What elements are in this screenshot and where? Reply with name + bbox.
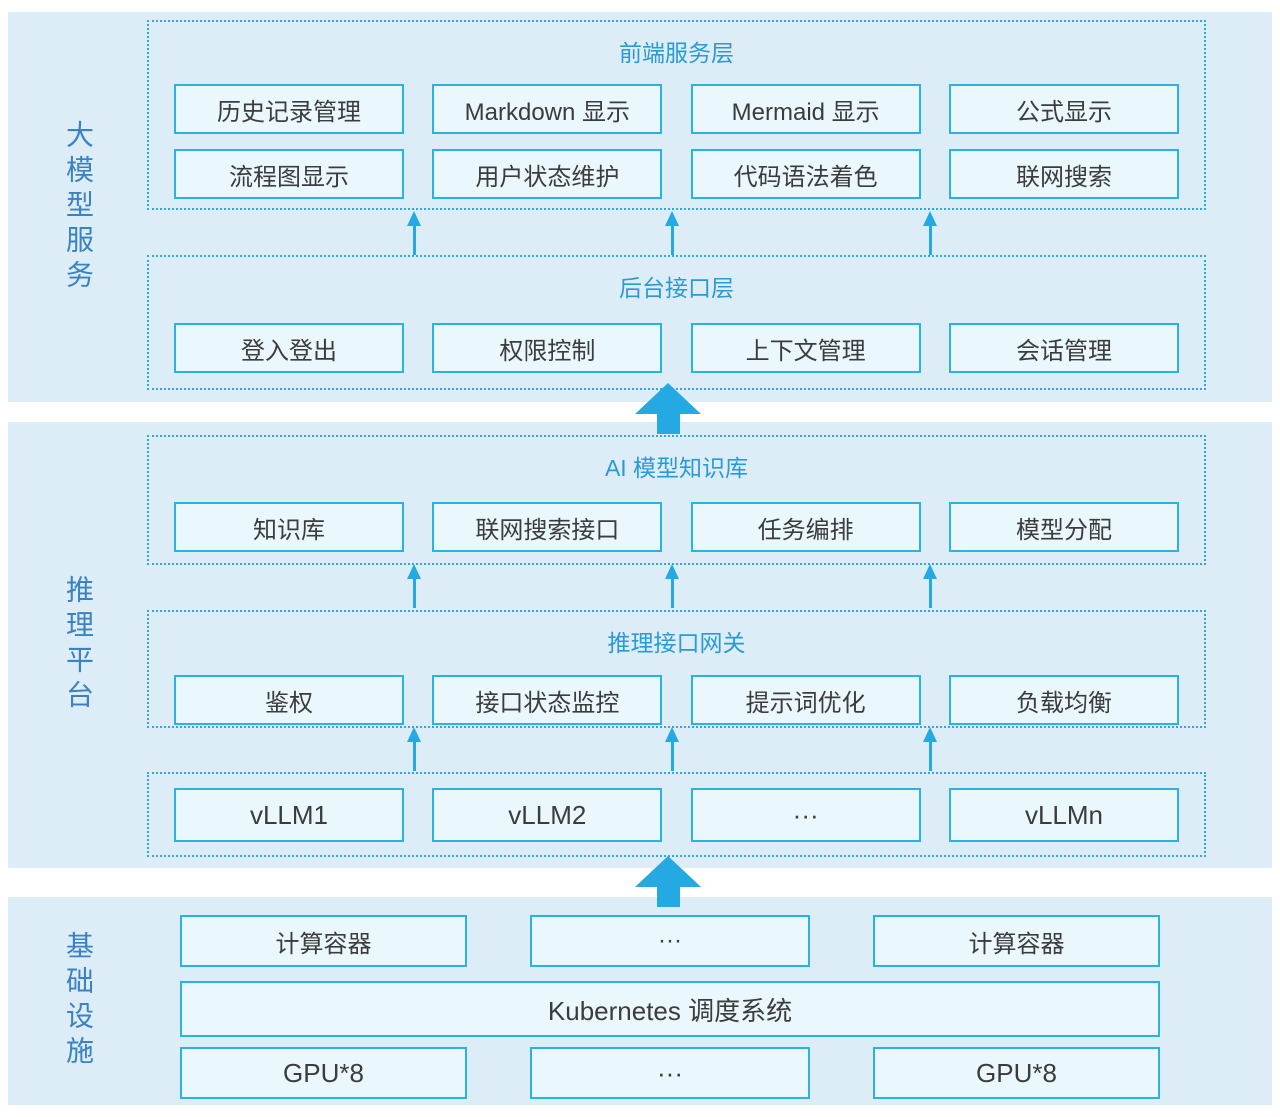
diagram-node: 鉴权 [174, 675, 404, 725]
section-content: 前端服务层 历史记录管理 Markdown 显示 Mermaid 显示 公式显示… [147, 12, 1206, 402]
up-arrow-icon [664, 727, 680, 771]
group-frontend-service-layer: 前端服务层 历史记录管理 Markdown 显示 Mermaid 显示 公式显示… [147, 20, 1206, 210]
diagram-node: vLLM1 [174, 788, 404, 842]
up-arrow-icon [664, 211, 680, 255]
node-row: vLLM1 vLLM2 ··· vLLMn [149, 788, 1204, 842]
diagram-node: vLLMn [948, 788, 1179, 842]
diagram-node: 代码语法着色 [690, 149, 921, 199]
diagram-node: ··· [530, 915, 810, 967]
node-row: 鉴权 接口状态监控 提示词优化 负载均衡 [149, 675, 1204, 725]
diagram-node: 用户状态维护 [432, 149, 663, 199]
group-title-backend: 后台接口层 [619, 275, 734, 301]
diagram-node: 提示词优化 [690, 675, 921, 725]
diagram-node: Markdown 显示 [432, 84, 663, 134]
section-content: AI 模型知识库 知识库 联网搜索接口 任务编排 模型分配 推理接口网关 鉴权 … [147, 422, 1206, 868]
group-ai-knowledge-base: AI 模型知识库 知识库 联网搜索接口 任务编排 模型分配 [147, 435, 1206, 565]
diagram-node: Mermaid 显示 [690, 84, 921, 134]
group-title-knowledge: AI 模型知识库 [604, 455, 749, 481]
big-up-arrow-icon [635, 383, 701, 434]
diagram-node: 接口状态监控 [432, 675, 663, 725]
node-row: 流程图显示 用户状态维护 代码语法着色 联网搜索 [149, 149, 1204, 199]
node-row: 知识库 联网搜索接口 任务编排 模型分配 [149, 502, 1204, 552]
big-up-arrow-icon [635, 856, 701, 907]
diagram-node: GPU*8 [180, 1047, 467, 1099]
diagram-node: Kubernetes 调度系统 [180, 981, 1160, 1037]
node-row: 登入登出 权限控制 上下文管理 会话管理 [149, 323, 1204, 373]
up-arrow-icon [922, 727, 938, 771]
diagram-node: 联网搜索 [948, 149, 1179, 199]
section-llm-service: 大模型服务 前端服务层 历史记录管理 Markdown 显示 Mermaid 显… [8, 12, 1272, 402]
diagram-node: vLLM2 [432, 788, 663, 842]
up-arrow-icon [922, 564, 938, 608]
up-arrow-icon [406, 211, 422, 255]
section-inference-platform: 推理平台 AI 模型知识库 知识库 联网搜索接口 任务编排 模型分配 推理接口网… [8, 422, 1272, 868]
section-label-llm-service: 大模型服务 [63, 119, 94, 295]
diagram-node: 历史记录管理 [174, 84, 404, 134]
diagram-node: ··· [530, 1047, 810, 1099]
section-label-infrastructure: 基础设施 [63, 931, 94, 1071]
diagram-node: 计算容器 [180, 915, 467, 967]
diagram-node: 上下文管理 [690, 323, 921, 373]
diagram-node: 权限控制 [432, 323, 663, 373]
up-arrow-icon [922, 211, 938, 255]
diagram-node: 登入登出 [174, 323, 404, 373]
diagram-node: 任务编排 [690, 502, 921, 552]
diagram-node: 知识库 [174, 502, 404, 552]
diagram-node: 会话管理 [948, 323, 1179, 373]
diagram-node: 流程图显示 [174, 149, 404, 199]
section-infrastructure: 基础设施 计算容器 ··· 计算容器 Kubernetes 调度系统 GPU*8… [8, 897, 1272, 1105]
group-inference-gateway: 推理接口网关 鉴权 接口状态监控 提示词优化 负载均衡 [147, 610, 1206, 728]
diagram-node: 公式显示 [948, 84, 1179, 134]
diagram-node: 计算容器 [873, 915, 1160, 967]
up-arrow-icon [406, 727, 422, 771]
node-row: 历史记录管理 Markdown 显示 Mermaid 显示 公式显示 [149, 84, 1204, 134]
up-arrow-icon [406, 564, 422, 608]
node-row: Kubernetes 调度系统 [180, 981, 1160, 1037]
node-row: GPU*8 ··· GPU*8 [180, 1047, 1160, 1099]
section-label-inference-platform: 推理平台 [63, 575, 94, 715]
group-backend-api-layer: 后台接口层 登入登出 权限控制 上下文管理 会话管理 [147, 255, 1206, 390]
up-arrow-icon [664, 564, 680, 608]
diagram-node: 负载均衡 [948, 675, 1179, 725]
diagram-node: GPU*8 [873, 1047, 1160, 1099]
diagram-node: 模型分配 [948, 502, 1179, 552]
node-row: 计算容器 ··· 计算容器 [180, 915, 1160, 967]
group-title-gateway: 推理接口网关 [607, 630, 746, 656]
group-vllm-cluster: vLLM1 vLLM2 ··· vLLMn [147, 772, 1206, 857]
section-content: 计算容器 ··· 计算容器 Kubernetes 调度系统 GPU*8 ··· … [180, 915, 1160, 1099]
diagram-node: 联网搜索接口 [432, 502, 663, 552]
diagram-node: ··· [690, 788, 921, 842]
group-title-frontend: 前端服务层 [619, 40, 734, 66]
